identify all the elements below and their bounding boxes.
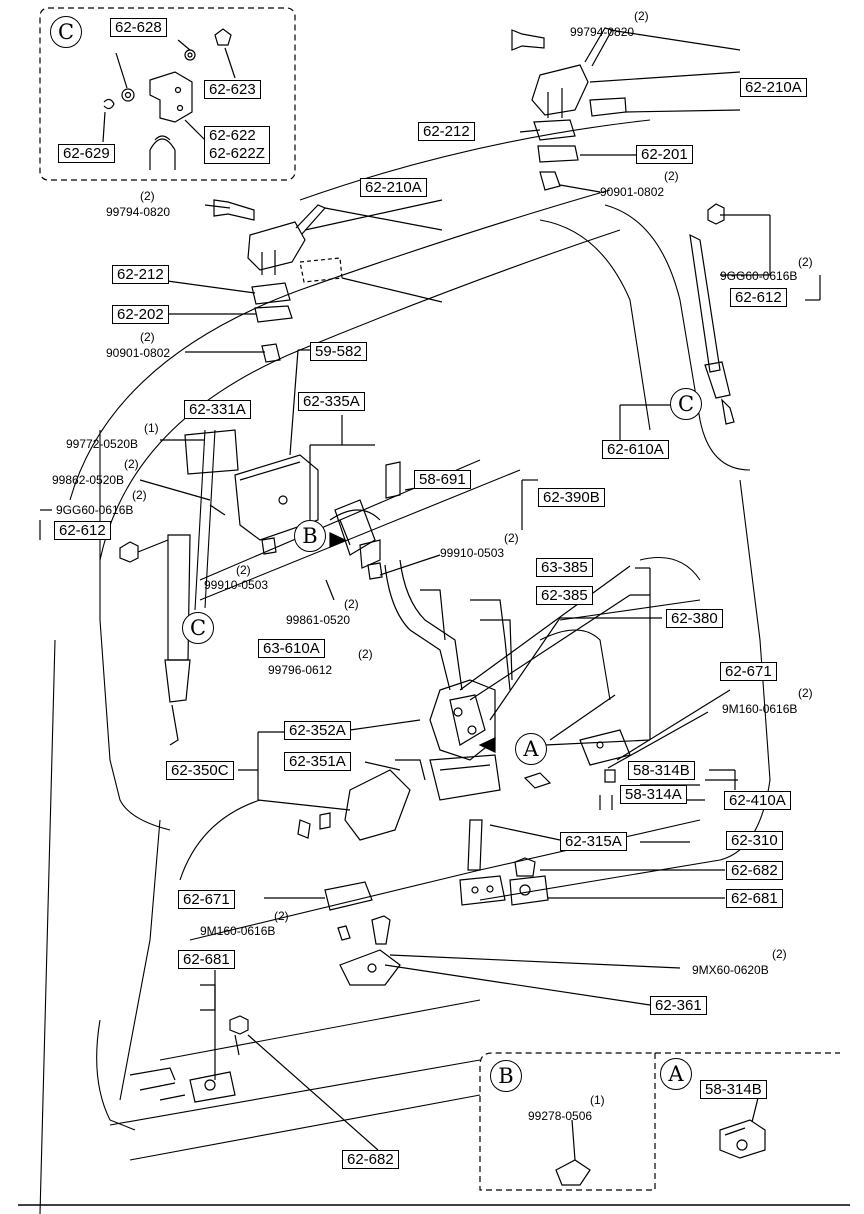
qty-99278: (1) xyxy=(590,1093,605,1107)
fastener-99862-0520b: 99862-0520B xyxy=(52,473,125,487)
part-62-331a-label: 62-331A xyxy=(184,400,251,419)
part-62-612-right-label: 62-612 xyxy=(730,288,787,307)
part-62-629-label: 62-629 xyxy=(58,144,115,163)
inset-c-parts xyxy=(102,28,236,170)
part-62-681-left-label: 62-681 xyxy=(178,950,235,969)
qty-99861: (2) xyxy=(344,597,359,611)
part-62-315a-label: 62-315A xyxy=(560,832,627,851)
part-63-610a-label: 63-610A xyxy=(258,639,325,658)
part-62-385-label: 62-385 xyxy=(536,586,593,605)
part-59-582-label: 59-582 xyxy=(310,342,367,361)
qty-9m160-right: (2) xyxy=(798,686,813,700)
fastener-99794-0820-top: 99794-0820 xyxy=(570,25,635,39)
left-gas-strut xyxy=(39,509,191,746)
fastener-9gg60-0616b-left: 9GG60-0616B xyxy=(56,503,134,517)
inset-a-label: A xyxy=(660,1058,692,1090)
part-62-623-label: 62-623 xyxy=(204,80,261,99)
fastener-99910-0503-right: 99910-0503 xyxy=(440,546,505,560)
fastener-99278-0506: 99278-0506 xyxy=(528,1109,593,1123)
latch-mechanism xyxy=(238,559,738,1006)
part-62-335a-label: 62-335A xyxy=(298,392,365,411)
part-62-671-right-label: 62-671 xyxy=(720,662,777,681)
callout-b: B xyxy=(294,520,326,552)
part-58-314b-label: 58-314B xyxy=(628,761,695,780)
qty-99772: (1) xyxy=(144,421,159,435)
qty-9m160-left: (2) xyxy=(274,909,289,923)
part-62-310-label: 62-310 xyxy=(726,831,783,850)
qty-99794-top: (2) xyxy=(634,9,649,23)
part-63-385-label: 63-385 xyxy=(536,558,593,577)
part-62-212-top-label: 62-212 xyxy=(418,122,475,141)
qty-99794-mid: (2) xyxy=(140,189,155,203)
part-62-390b-label: 62-390B xyxy=(538,488,605,507)
arrow-to-a xyxy=(478,737,496,753)
fastener-90901-0802-top: 90901-0802 xyxy=(600,185,665,199)
fastener-99861-0520: 99861-0520 xyxy=(286,613,351,627)
inset-b-label: B xyxy=(490,1060,522,1092)
qty-90901-mid: (2) xyxy=(140,330,155,344)
inset-b-part xyxy=(555,1119,591,1186)
arrow-to-b xyxy=(329,532,347,548)
fastener-9gg60-0616b-right: 9GG60-0616B xyxy=(720,269,798,283)
part-62-681-right-label: 62-681 xyxy=(726,889,783,908)
qty-99862: (2) xyxy=(124,457,139,471)
qty-9gg60-right: (2) xyxy=(798,255,813,269)
part-62-612-left-label: 62-612 xyxy=(54,521,111,540)
fastener-9m160-0616b-right: 9M160-0616B xyxy=(722,702,798,716)
lower-striker-bracket xyxy=(129,970,379,1151)
callout-c-right: C xyxy=(670,388,702,420)
part-62-380-label: 62-380 xyxy=(666,609,723,628)
qty-90901-top: (2) xyxy=(664,169,679,183)
inset-a-part xyxy=(719,1089,766,1159)
part-62-212-mid-label: 62-212 xyxy=(112,265,169,284)
part-62-201-label: 62-201 xyxy=(636,145,693,164)
qty-9mx60: (2) xyxy=(772,947,787,961)
callout-a: A xyxy=(515,733,547,765)
inset-b-frame xyxy=(479,1052,656,1191)
fastener-99772-0520b: 99772-0520B xyxy=(66,437,139,451)
fastener-9m160-0616b-left: 9M160-0616B xyxy=(200,924,276,938)
part-62-210a-mid-label: 62-210A xyxy=(360,178,427,197)
fastener-99796-0612: 99796-0612 xyxy=(268,663,333,677)
qty-9gg60-left: (2) xyxy=(132,488,147,502)
qty-99796: (2) xyxy=(358,647,373,661)
part-62-351a-label: 62-351A xyxy=(284,752,351,771)
vehicle-body-outline xyxy=(39,119,771,1214)
door-control-unit xyxy=(139,349,538,601)
upper-hinge-assembly xyxy=(511,27,741,193)
part-62-671-left-label: 62-671 xyxy=(178,890,235,909)
qty-99910-right: (2) xyxy=(504,531,519,545)
part-62-682-mid-label: 62-682 xyxy=(726,861,783,880)
fastener-90901-0802-mid: 90901-0802 xyxy=(106,346,171,360)
part-62-361-label: 62-361 xyxy=(650,996,707,1015)
part-62-410a-label: 62-410A xyxy=(724,791,791,810)
part-62-622z-text: 62-622Z xyxy=(209,145,265,162)
part-62-350c-label: 62-350C xyxy=(166,761,234,780)
part-62-352a-label: 62-352A xyxy=(284,721,351,740)
inset-c-label: C xyxy=(50,16,82,48)
right-gas-strut xyxy=(619,203,821,440)
fastener-9mx60-0620b: 9MX60-0620B xyxy=(692,963,769,977)
part-62-628-label: 62-628 xyxy=(110,18,167,37)
qty-99910-left: (2) xyxy=(236,563,251,577)
fastener-99910-0503-left: 99910-0503 xyxy=(204,578,269,592)
part-62-682-bottom-label: 62-682 xyxy=(342,1150,399,1169)
part-58-691-label: 58-691 xyxy=(414,470,471,489)
part-58-314b-inset-label: 58-314B xyxy=(700,1080,767,1099)
part-62-210a-top-label: 62-210A xyxy=(740,78,807,97)
fastener-99794-0820-mid: 99794-0820 xyxy=(106,205,171,219)
middle-hinge-assembly xyxy=(159,199,443,363)
part-58-314a-label: 58-314A xyxy=(620,785,687,804)
callout-c-left: C xyxy=(182,612,214,644)
part-62-610a-label: 62-610A xyxy=(602,440,669,459)
part-62-202-label: 62-202 xyxy=(112,305,169,324)
part-62-622-text: 62-622 xyxy=(209,127,256,144)
